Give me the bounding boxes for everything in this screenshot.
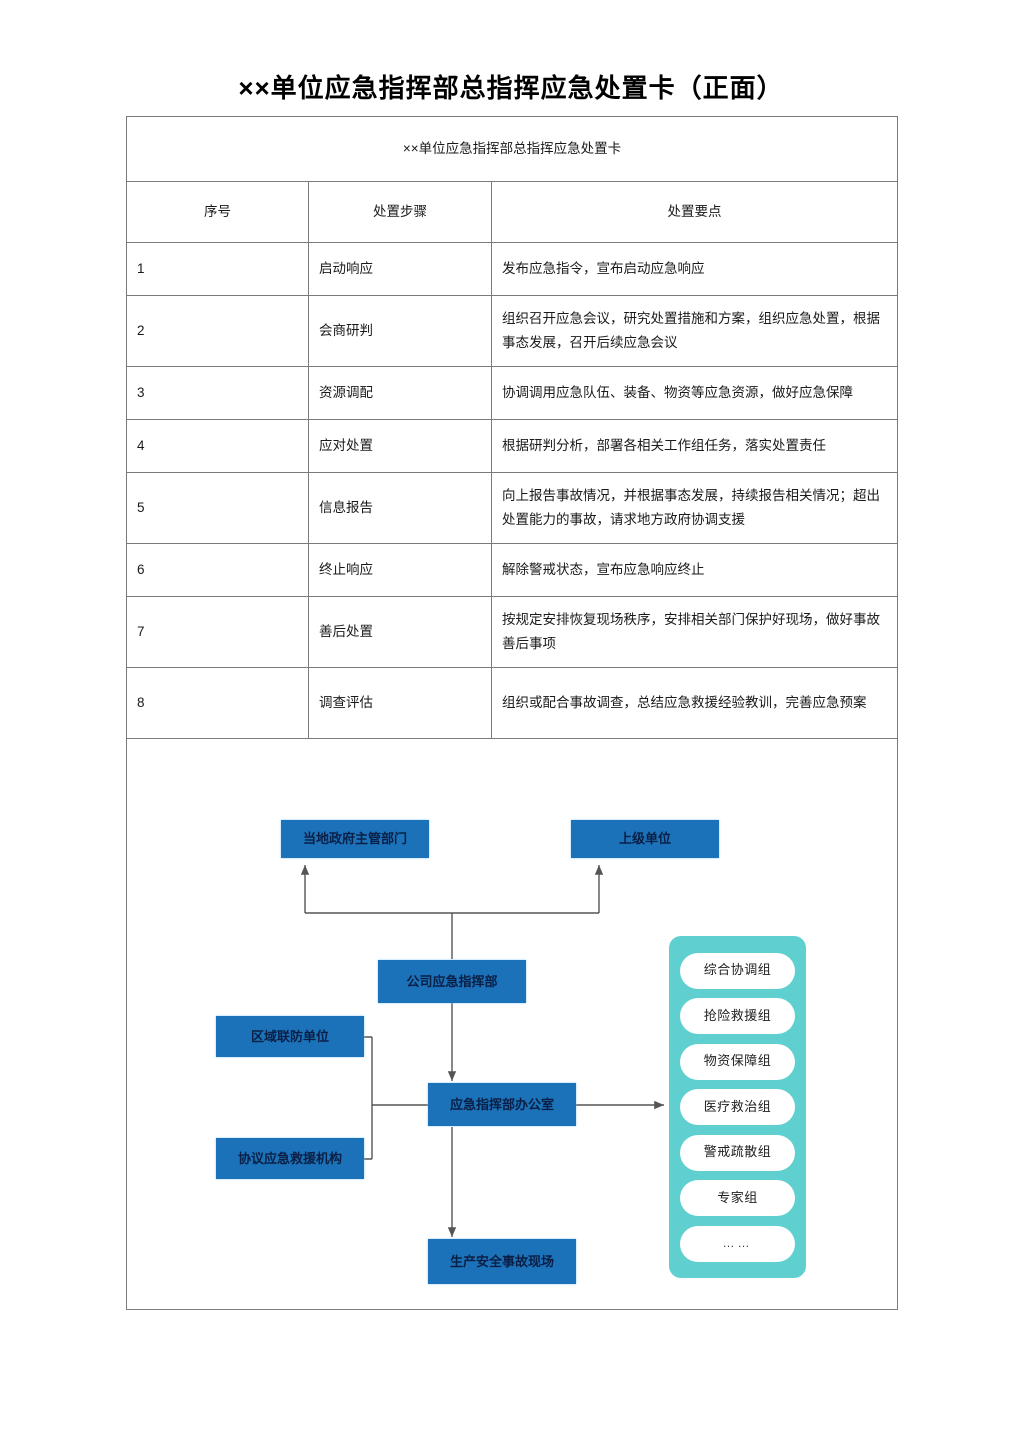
table-row: 1 启动响应 发布应急指令，宣布启动应急响应	[126, 242, 899, 296]
flowbox-label: 生产安全事故现场	[449, 1253, 554, 1269]
table-row: 4 应对处置 根据研判分析，部署各相关工作组任务，落实处置责任	[126, 419, 899, 473]
table-row: 8 调查评估 组织或配合事故调查，总结应急救援经验教训，完善应急预案	[126, 667, 899, 739]
cell-no: 7	[126, 596, 309, 668]
cell-points: 组织召开应急会议，研究处置措施和方案，组织应急处置，根据事态发展，召开后续应急会…	[490, 295, 899, 367]
group-item-4[interactable]: 警戒疏散组	[679, 1134, 796, 1171]
cell-points: 根据研判分析，部署各相关工作组任务，落实处置责任	[490, 419, 899, 473]
table-row: 6 终止响应 解除警戒状态，宣布应急响应终止	[126, 543, 899, 597]
cell-points: 解除警戒状态，宣布应急响应终止	[490, 543, 899, 597]
page-title: ××单位应急指挥部总指挥应急处置卡（正面）	[238, 73, 784, 103]
flowbox-label: 应急指挥部办公室	[449, 1096, 554, 1112]
emergency-disposal-card-table: ××单位应急指挥部总指挥应急处置卡 序号 处置步骤 处置要点 1 启动响应 发布…	[125, 116, 899, 1310]
cell-no: 5	[126, 472, 309, 544]
group-item-3[interactable]: 医疗救治组	[679, 1089, 796, 1125]
cell-step: 善后处置	[308, 596, 492, 668]
flowbox-label: 上级单位	[618, 831, 671, 847]
cell-no: 6	[126, 543, 309, 597]
group-item-1[interactable]: 抢险救援组	[679, 998, 796, 1034]
table-row: 2 会商研判 组织召开应急会议，研究处置措施和方案，组织应急处置，根据事态发展，…	[126, 295, 899, 367]
flowbox-accident-scene[interactable]: 生产安全事故现场	[428, 1239, 576, 1284]
flowbox-label: 公司应急指挥部	[406, 973, 498, 989]
cell-no: 8	[126, 667, 309, 739]
table-header-row: 序号 处置步骤 处置要点	[126, 181, 899, 243]
flowchart-row: 当地政府主管部门 上级单位 公司应急指挥部 区域联防单位 协议应急救援机构	[125, 738, 899, 1310]
cell-points: 发布应急指令，宣布启动应急响应	[490, 242, 899, 296]
cell-no: 4	[126, 419, 309, 473]
cell-points: 协调调用应急队伍、装备、物资等应急资源，做好应急保障	[490, 366, 899, 420]
table-row: 3 资源调配 协调调用应急队伍、装备、物资等应急资源，做好应急保障	[126, 366, 899, 420]
cell-step: 信息报告	[308, 472, 492, 544]
table-caption-row: ××单位应急指挥部总指挥应急处置卡	[125, 116, 899, 182]
group-item-0[interactable]: 综合协调组	[679, 952, 796, 989]
column-header-points: 处置要点	[490, 181, 899, 243]
cell-no: 1	[126, 242, 309, 296]
group-item-6[interactable]: ……	[679, 1225, 796, 1262]
flowbox-agreement-rescue-agency[interactable]: 协议应急救援机构	[216, 1138, 364, 1179]
working-groups-panel: 综合协调组 抢险救援组 物资保障组 医疗救治组 警戒疏散组 专家组 ……	[669, 936, 806, 1278]
flowbox-superior-unit[interactable]: 上级单位	[571, 820, 719, 858]
cell-step: 应对处置	[308, 419, 492, 473]
cell-points: 按规定安排恢复现场秩序，安排相关部门保护好现场，做好事故善后事项	[490, 596, 899, 668]
flowbox-label: 协议应急救援机构	[237, 1150, 342, 1166]
flowchart-cell: 当地政府主管部门 上级单位 公司应急指挥部 区域联防单位 协议应急救援机构	[125, 738, 899, 1310]
flowbox-company-hq[interactable]: 公司应急指挥部	[378, 960, 526, 1003]
cell-step: 会商研判	[308, 295, 492, 367]
table-row: 7 善后处置 按规定安排恢复现场秩序，安排相关部门保护好现场，做好事故善后事项	[126, 596, 899, 668]
table-row: 5 信息报告 向上报告事故情况，并根据事态发展，持续报告相关情况；超出处置能力的…	[126, 472, 899, 544]
cell-no: 3	[126, 366, 309, 420]
flowbox-label: 当地政府主管部门	[302, 831, 407, 847]
cell-step: 启动响应	[308, 242, 492, 296]
flowbox-local-government[interactable]: 当地政府主管部门	[281, 820, 429, 858]
column-header-no: 序号	[126, 181, 309, 243]
emergency-org-flowchart: 当地政府主管部门 上级单位 公司应急指挥部 区域联防单位 协议应急救援机构	[127, 739, 896, 1309]
cell-points: 组织或配合事故调查，总结应急救援经验教训，完善应急预案	[490, 667, 899, 739]
flowbox-hq-office[interactable]: 应急指挥部办公室	[428, 1083, 576, 1126]
flowbox-label: 区域联防单位	[250, 1028, 329, 1044]
cell-points: 向上报告事故情况，并根据事态发展，持续报告相关情况；超出处置能力的事故，请求地方…	[490, 472, 899, 544]
group-item-2[interactable]: 物资保障组	[679, 1043, 796, 1080]
cell-step: 调查评估	[308, 667, 492, 739]
flowbox-regional-joint-defense[interactable]: 区域联防单位	[216, 1016, 364, 1057]
table-caption: ××单位应急指挥部总指挥应急处置卡	[125, 116, 899, 182]
column-header-step: 处置步骤	[308, 181, 492, 243]
cell-no: 2	[126, 295, 309, 367]
group-item-5[interactable]: 专家组	[679, 1180, 796, 1216]
cell-step: 终止响应	[308, 543, 492, 597]
cell-step: 资源调配	[308, 366, 492, 420]
